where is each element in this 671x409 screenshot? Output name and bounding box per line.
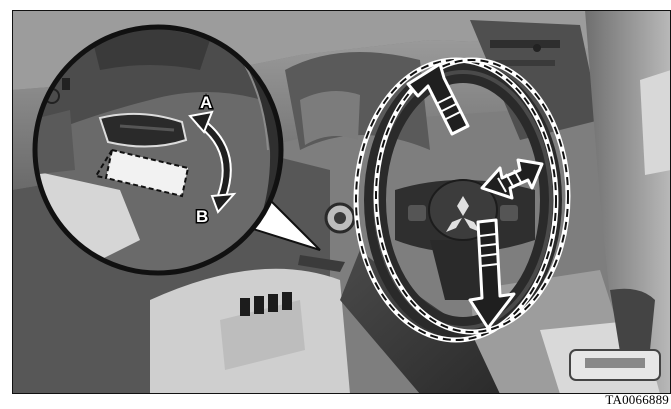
- telescopic-arrow-icon: [480, 158, 544, 200]
- switch-panel-icon: [240, 292, 292, 316]
- ignition-switch-icon: [324, 202, 356, 234]
- tilt-lever-released-icon: [94, 148, 190, 198]
- gear-shifter-icon: [569, 288, 661, 381]
- figure-code: TA0066889: [605, 392, 669, 407]
- brand-emblem-icon: [446, 196, 480, 232]
- tilt-lever-icon: [98, 112, 188, 148]
- label-b: B: [196, 207, 208, 226]
- lever-direction-arrow-icon: [188, 110, 237, 214]
- tilt-arrow-icon: [406, 62, 516, 330]
- wheel-range-outline: [353, 57, 571, 343]
- lever-inset-icon: A B: [32, 24, 284, 276]
- label-a: A: [200, 93, 212, 112]
